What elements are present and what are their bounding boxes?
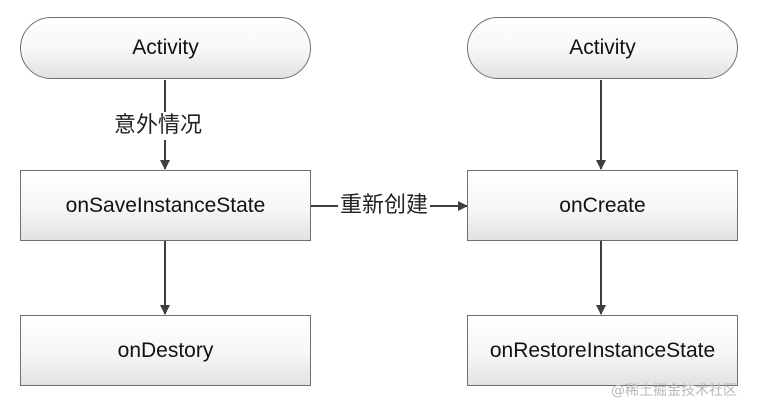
activity-start-left: Activity (20, 17, 311, 79)
watermark-text: @稀土掘金技术社区 (611, 383, 737, 399)
edge-label-recreate: 重新创建 (338, 192, 431, 220)
edge-label-unexpected: 意外情况 (112, 112, 205, 140)
onrestoreinstancestate-box: onRestoreInstanceState (467, 315, 738, 386)
ondestory-box: onDestory (20, 315, 311, 386)
onsaveinstancestate-box: onSaveInstanceState (20, 170, 311, 241)
activity-start-right: Activity (467, 17, 738, 79)
oncreate-box: onCreate (467, 170, 738, 241)
